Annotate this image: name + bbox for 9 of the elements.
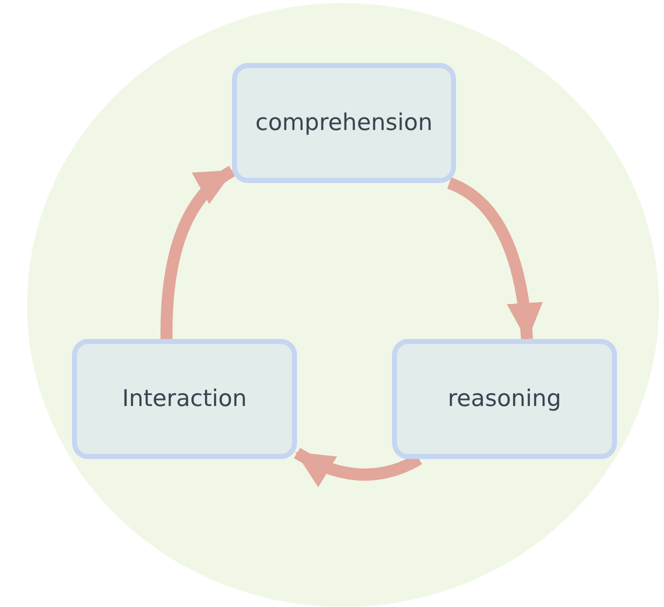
box-label: reasoning [448, 386, 562, 412]
process-box [392, 339, 617, 459]
curved-arrow [294, 448, 422, 486]
box-label: Interaction [122, 386, 247, 412]
curved-arrow [160, 166, 236, 340]
process-box [72, 339, 297, 459]
process-box [232, 63, 456, 183]
curved-arrow [446, 178, 542, 341]
box-label: comprehension [255, 110, 433, 136]
